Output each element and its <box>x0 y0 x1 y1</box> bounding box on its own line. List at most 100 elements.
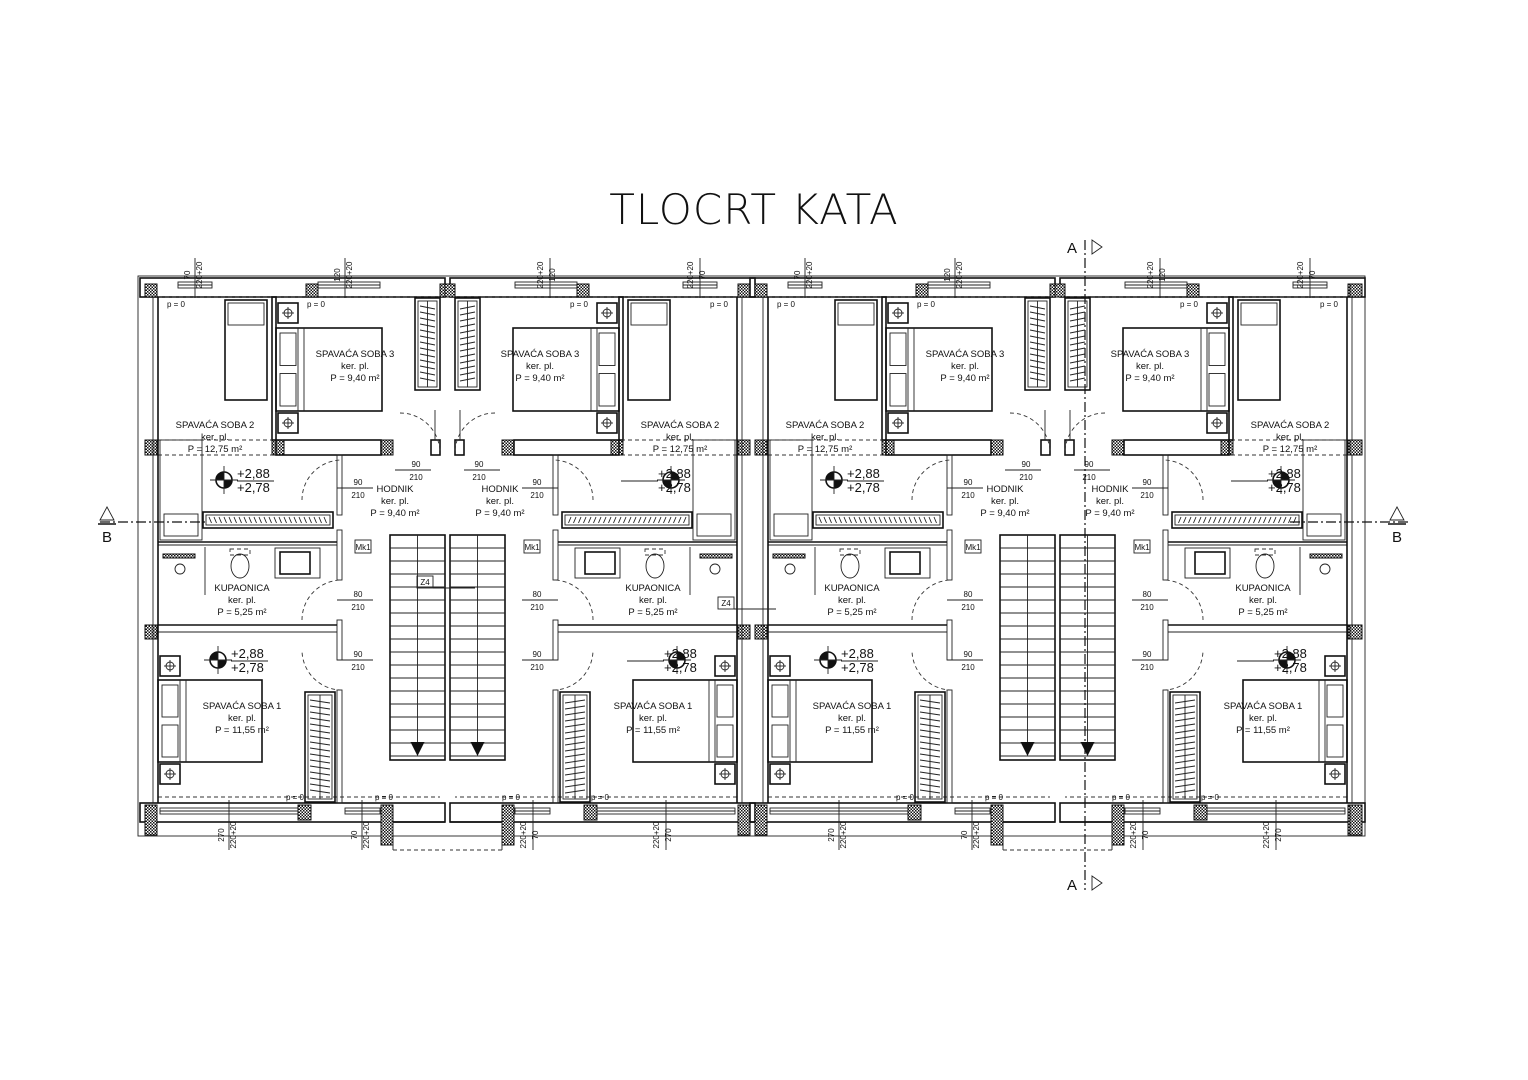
stair-arrow-icon <box>1080 742 1095 756</box>
window-height: 220+20 <box>536 261 545 288</box>
room-area-soba2: P = 12,75 m² <box>798 444 852 455</box>
nightstand <box>277 412 299 434</box>
door-height: 210 <box>351 663 365 672</box>
exterior-wall-top <box>749 277 1056 298</box>
exterior-wall-top <box>449 277 756 298</box>
nightstand <box>714 655 736 677</box>
column <box>583 804 598 821</box>
wall-hodnik <box>946 454 953 516</box>
room-floor-kupaonica: ker. pl. <box>1249 595 1277 606</box>
room-area-soba1: P = 11,55 m² <box>1236 725 1290 736</box>
window-height: 220+20 <box>805 261 814 288</box>
room-area-kupaonica: P = 5,25 m² <box>217 607 266 618</box>
room-area-kupaonica: P = 5,25 m² <box>827 607 876 618</box>
wardrobe <box>1171 511 1303 529</box>
wardrobe <box>304 691 336 803</box>
pillow <box>1240 302 1278 326</box>
window-height: 220+20 <box>1146 261 1155 288</box>
door-width: 90 <box>1143 478 1152 487</box>
double-bed <box>157 679 263 763</box>
room-name-hodnik: HODNIK <box>1092 484 1130 495</box>
pillow <box>696 513 732 537</box>
pillow <box>771 724 789 758</box>
room-name-soba1: SPAVAĆA SOBA 1 <box>1224 701 1303 712</box>
room-name-soba3: SPAVAĆA SOBA 3 <box>926 349 1005 360</box>
room-name-soba1: SPAVAĆA SOBA 1 <box>813 701 892 712</box>
level-marker-fill <box>218 660 226 668</box>
window-height: 220+20 <box>229 821 238 848</box>
pillow <box>773 513 809 537</box>
nightstand <box>1206 302 1228 324</box>
room-area-soba3: P = 9,40 m² <box>330 373 379 384</box>
window-width: 120 <box>548 268 557 282</box>
wall-hodnik <box>552 619 559 661</box>
window-width: 120 <box>333 268 342 282</box>
room-floor-soba3: ker. pl. <box>341 361 369 372</box>
toilet-icon <box>840 553 860 579</box>
column <box>1220 439 1234 456</box>
hanger-lines <box>459 305 476 382</box>
door-width: 90 <box>533 478 542 487</box>
window-width: 270 <box>827 828 836 842</box>
door-swing-soba1 <box>552 649 594 691</box>
parapet-label: p = 0 <box>1320 300 1339 309</box>
column <box>144 624 158 640</box>
column <box>737 624 751 640</box>
window-height: 220+20 <box>519 821 528 848</box>
room-name-hodnik: HODNIK <box>987 484 1025 495</box>
section-b-label-left: B <box>102 529 112 546</box>
window-height: 220+20 <box>972 821 981 848</box>
toilet-tank <box>229 548 251 556</box>
level-top: +2,88 <box>658 466 691 481</box>
exterior-wall-bottom <box>1059 802 1366 823</box>
column <box>754 439 768 456</box>
hanger-lines <box>1029 305 1046 382</box>
parapet-label: p = 0 <box>1180 300 1199 309</box>
room-area-soba3: P = 9,40 m² <box>1125 373 1174 384</box>
door-swing-hodnik <box>1009 412 1051 454</box>
shower-icon <box>709 563 721 575</box>
exterior-wall-bottom <box>139 802 446 823</box>
room-floor-kupaonica: ker. pl. <box>838 595 866 606</box>
door-width: 90 <box>964 650 973 659</box>
toilet-icon <box>230 553 250 579</box>
window-height: 220+20 <box>362 821 371 848</box>
column <box>380 804 394 846</box>
nightstand <box>769 655 791 677</box>
wardrobe-inner <box>205 514 331 526</box>
window-width: 70 <box>531 830 540 839</box>
wall-hodnik <box>336 689 343 804</box>
door-height: 210 <box>530 663 544 672</box>
pillow <box>716 684 734 718</box>
level-top: +2,88 <box>237 466 270 481</box>
level-marker-fill <box>224 480 232 488</box>
window-height: 220+20 <box>839 821 848 848</box>
towel-rail <box>1309 553 1343 559</box>
sink-counter <box>274 547 321 579</box>
column <box>444 283 456 298</box>
room-floor-soba3: ker. pl. <box>951 361 979 372</box>
wardrobe <box>561 511 693 529</box>
toilet-icon <box>645 553 665 579</box>
room-floor-hodnik: ker. pl. <box>991 496 1019 507</box>
room-name-soba2: SPAVAĆA SOBA 2 <box>641 420 720 431</box>
wardrobe <box>454 297 481 391</box>
nightstand <box>1206 412 1228 434</box>
room-area-soba2: P = 12,75 m² <box>1263 444 1317 455</box>
column <box>144 283 158 298</box>
column <box>990 804 1004 846</box>
stair-arrow-icon <box>470 742 485 756</box>
hanger-lines <box>419 305 436 382</box>
wall-corridor-top <box>275 439 382 456</box>
room-name-kupaonica: KUPAONICA <box>625 583 681 594</box>
column <box>915 283 929 298</box>
door-width: 80 <box>354 590 363 599</box>
wall-corridor-top <box>1123 439 1230 456</box>
room-area-hodnik: P = 9,40 m² <box>1085 508 1134 519</box>
parapet-label: p = 0 <box>710 300 729 309</box>
section-arrow-icon <box>1091 239 1103 255</box>
window-height: 220+20 <box>955 261 964 288</box>
room-area-kupaonica: P = 5,25 m² <box>1238 607 1287 618</box>
door-swing-bathroom <box>1162 579 1204 621</box>
